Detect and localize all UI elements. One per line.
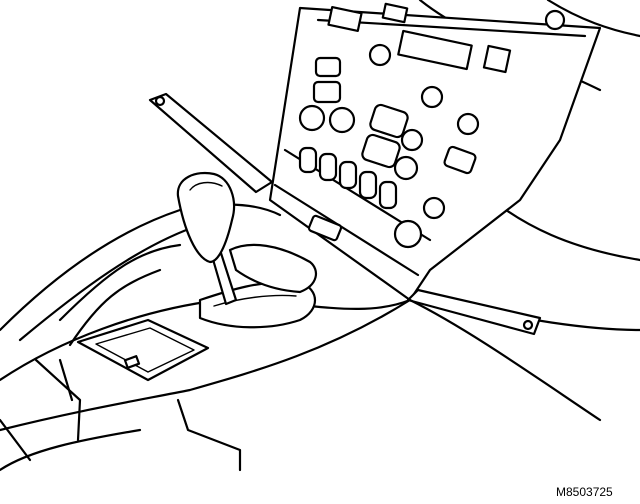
- radio-unit: [327, 2, 566, 136]
- climate-controls: [298, 56, 477, 249]
- lower-lines: [0, 298, 602, 462]
- center-stack-panel: [268, 6, 602, 302]
- removal-tool-lower: [406, 288, 542, 336]
- removal-tool-upper: [148, 92, 274, 194]
- figure-code: M8503725: [556, 485, 613, 499]
- storage-tray: [34, 318, 242, 472]
- gear-shifter: [176, 171, 318, 329]
